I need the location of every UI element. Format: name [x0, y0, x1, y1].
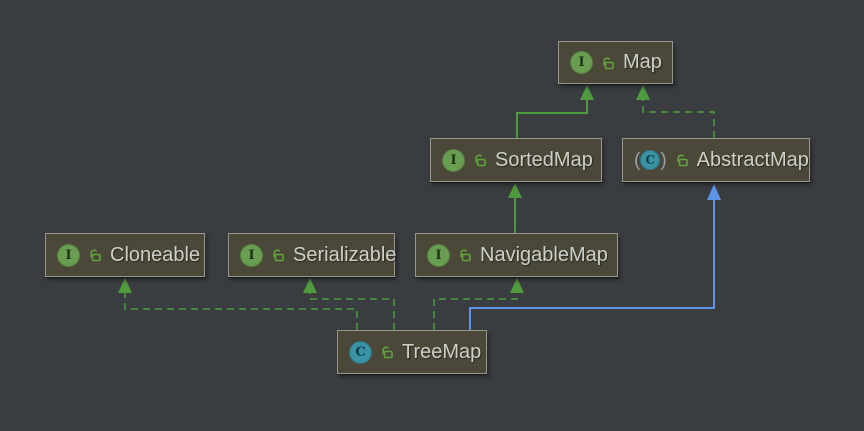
- node-treemap[interactable]: C TreeMap: [337, 330, 487, 374]
- public-lock-icon: [473, 153, 487, 167]
- interface-icon: I: [442, 148, 465, 172]
- public-lock-icon: [601, 56, 615, 70]
- node-label: NavigableMap: [480, 243, 608, 266]
- edge-treemap-extends-abstractmap[interactable]: [469, 184, 721, 330]
- interface-icon: I: [570, 51, 593, 74]
- node-label: Serializable: [293, 243, 397, 266]
- public-lock-icon: [458, 248, 472, 262]
- edge-treemap-implements-navigablemap[interactable]: [433, 278, 524, 330]
- public-lock-icon: [675, 153, 689, 167]
- public-lock-icon: [380, 345, 394, 359]
- node-serializable[interactable]: I Serializable: [228, 233, 397, 277]
- node-map[interactable]: I Map: [558, 41, 673, 84]
- class-icon: C: [349, 340, 372, 364]
- node-abstractmap[interactable]: ( C ) AbstractMap: [622, 138, 810, 182]
- node-label: Cloneable: [110, 243, 201, 266]
- public-lock-icon: [271, 248, 285, 262]
- edge-treemap-implements-serializable[interactable]: [303, 278, 395, 330]
- interface-icon: I: [240, 243, 263, 267]
- edge-treemap-implements-cloneable[interactable]: [118, 278, 358, 330]
- node-label: SortedMap: [495, 148, 593, 171]
- abstract-class-icon: ( C ): [634, 149, 667, 171]
- interface-icon: I: [427, 243, 450, 267]
- node-cloneable[interactable]: I Cloneable: [45, 233, 205, 277]
- node-label: TreeMap: [402, 340, 482, 363]
- node-sortedmap[interactable]: I SortedMap: [430, 138, 602, 182]
- edge-navigablemap-extends-sortedmap[interactable]: [508, 183, 522, 233]
- public-lock-icon: [88, 248, 102, 262]
- interface-icon: I: [57, 243, 80, 267]
- edge-sortedmap-extends-map[interactable]: [516, 85, 594, 138]
- node-label: AbstractMap: [696, 148, 809, 171]
- edge-abstractmap-implements-map[interactable]: [636, 85, 715, 138]
- node-label: Map: [623, 51, 662, 73]
- node-navigablemap[interactable]: I NavigableMap: [415, 233, 618, 277]
